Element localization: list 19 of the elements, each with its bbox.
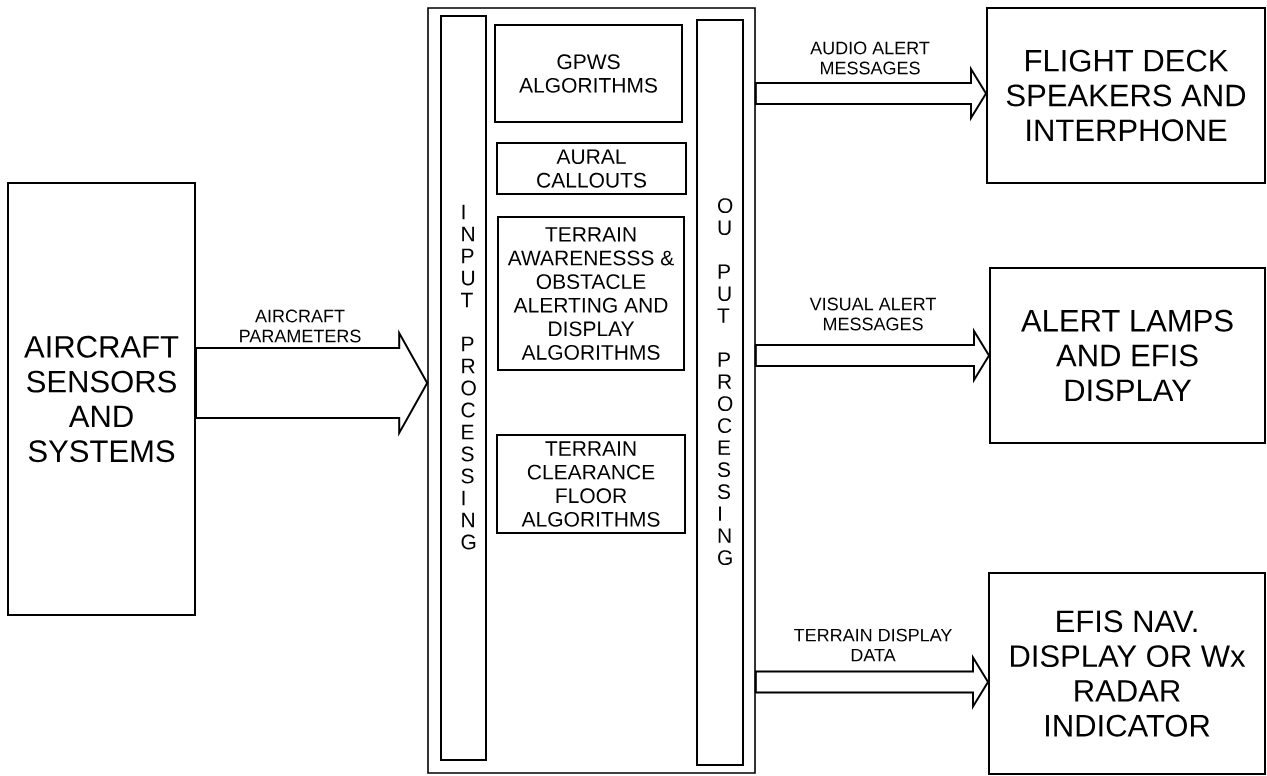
function-box: TERRAIN AWARENESSS & OBSTACLE ALERTING AND DISPLAY ALGORITHMS: [497, 216, 685, 371]
hollow-arrow: [754, 65, 988, 122]
hollow-arrow: [754, 327, 991, 384]
hollow-arrow: [195, 329, 429, 437]
processing-bar: INPUT PROCESSING: [440, 15, 487, 761]
system-box: ALERT LAMPS AND EFIS DISPLAY: [989, 267, 1266, 444]
edge-label: AUDIO ALERT MESSAGES: [810, 41, 930, 75]
system-box: FLIGHT DECK SPEAKERS AND INTERPHONE: [986, 7, 1266, 184]
hollow-arrow: [754, 653, 990, 711]
enclosure-box: [427, 7, 756, 774]
edge-label: AIRCRAFT PARAMETERS: [240, 309, 361, 343]
system-box: AIRCRAFT SENSORS AND SYSTEMS: [7, 182, 196, 616]
system-box: EFIS NAV. DISPLAY OR Wx RADAR INDICATOR: [988, 572, 1266, 775]
edge-label: TERRAIN DISPLAY DATA: [794, 628, 952, 662]
processing-bar: OU PUT PROCESSING: [696, 19, 744, 766]
function-box: GPWS ALGORITHMS: [494, 24, 683, 123]
edge-label: VISUAL ALERT MESSAGES: [809, 297, 936, 331]
function-box: AURAL CALLOUTS: [496, 142, 687, 195]
function-box: TERRAIN CLEARANCE FLOOR ALGORITHMS: [496, 434, 686, 534]
